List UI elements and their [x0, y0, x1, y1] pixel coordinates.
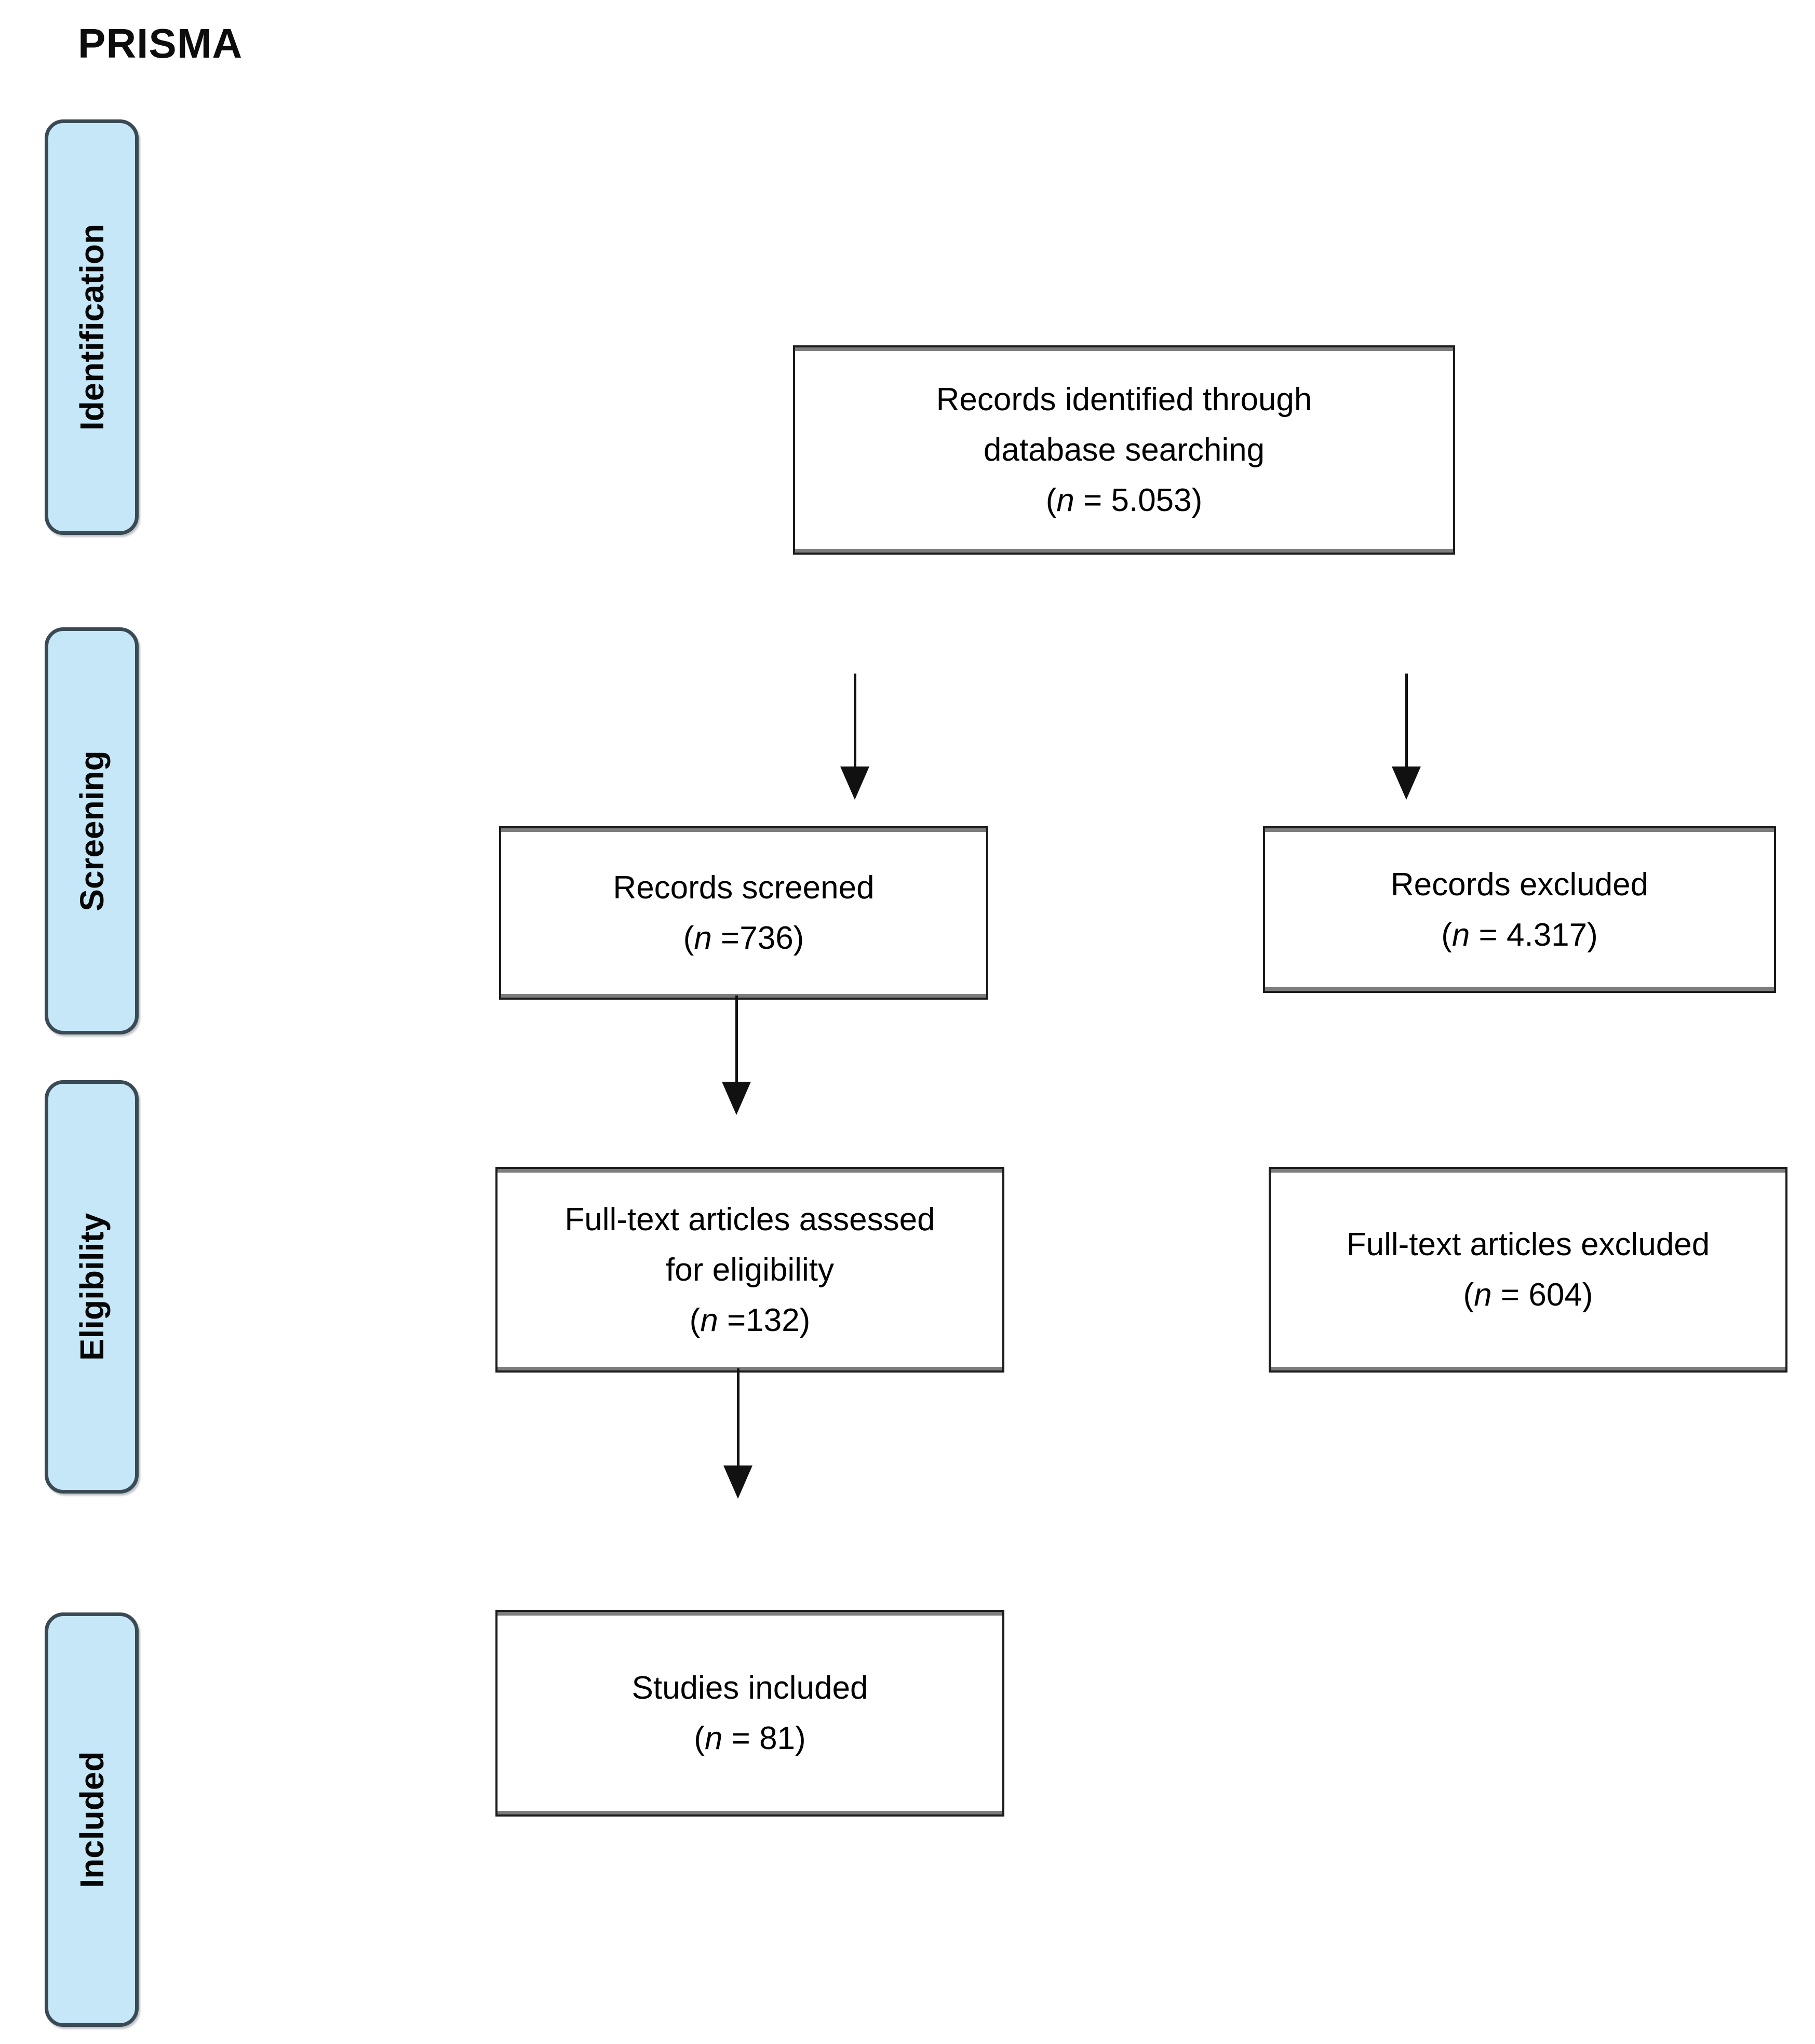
arrow-shaft	[736, 1368, 740, 1465]
box-records-screened: Records screened(n =736)	[499, 826, 988, 1000]
arrow-head-icon	[723, 1465, 752, 1499]
stage-identification: Identification	[45, 119, 139, 535]
arrow-shaft	[735, 996, 738, 1082]
arrow-head-icon	[722, 1082, 751, 1115]
arrow-shaft	[1405, 674, 1408, 766]
stage-included-label: Included	[73, 1751, 111, 1888]
stage-identification-label: Identification	[73, 223, 111, 431]
box-studies-included: Studies included(n = 81)	[495, 1610, 1004, 1817]
arrow-head-icon	[840, 766, 869, 800]
stage-eligibility-label: Eligibility	[73, 1213, 111, 1361]
stage-screening: Screening	[45, 627, 139, 1034]
stage-eligibility: Eligibility	[45, 1080, 139, 1494]
stage-included: Included	[45, 1612, 139, 2027]
stage-screening-label: Screening	[73, 750, 111, 911]
flow-arrow-to-assessed	[722, 996, 751, 1115]
arrow-head-icon	[1392, 766, 1421, 800]
flow-arrow-to-included	[723, 1368, 752, 1499]
box-fulltext-excluded: Full-text articles excluded(n = 604)	[1269, 1167, 1787, 1373]
flow-arrow-to-screened	[840, 674, 869, 800]
diagram-title: PRISMA	[78, 20, 243, 66]
flow-arrow-to-records-excluded	[1392, 674, 1421, 800]
arrow-shaft	[853, 674, 856, 766]
box-records-excluded: Records excluded(n = 4.317)	[1263, 826, 1776, 993]
